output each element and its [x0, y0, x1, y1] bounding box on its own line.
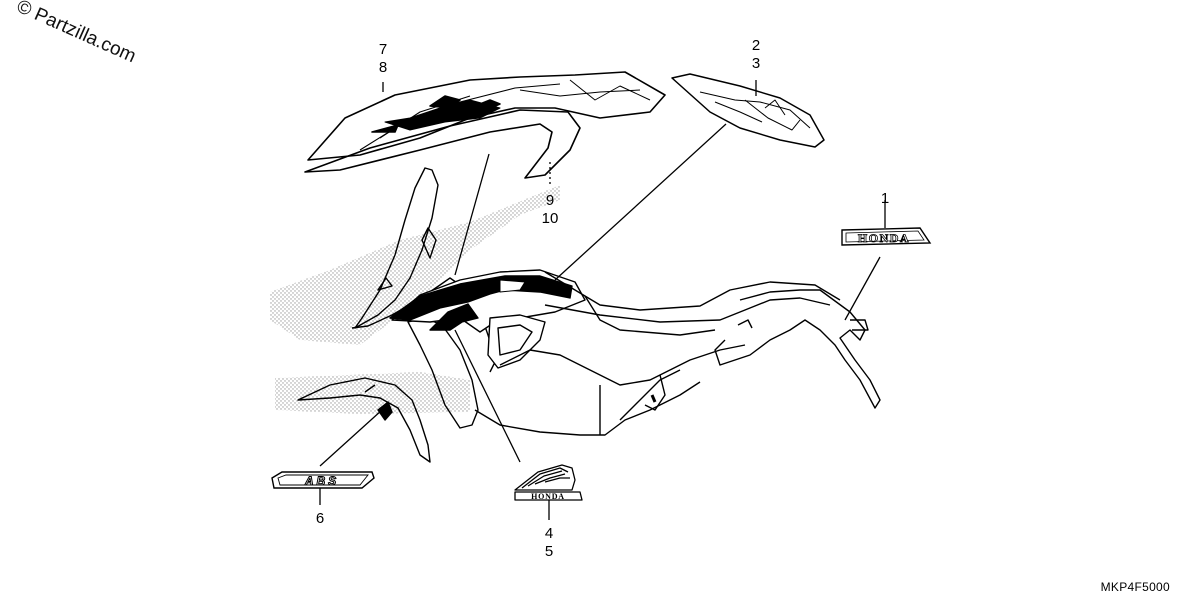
honda-logo-decal: HONDA [841, 227, 932, 246]
leader-line-2-3-to-tank [554, 123, 727, 281]
side-swoosh-stripe [304, 109, 581, 179]
callout-number-1: 1 [880, 190, 890, 207]
callout-number-5: 5 [544, 543, 554, 560]
callout-9-10: 9 10 [530, 192, 570, 228]
leader-lines [319, 80, 886, 520]
abs-decal: ABS [271, 471, 375, 489]
callout-4-5: 4 5 [529, 525, 569, 561]
leader-line-1-to-tail [844, 256, 881, 321]
front-fender [297, 377, 431, 463]
fuel-tank [389, 269, 586, 369]
upper-tank-stripe [307, 71, 666, 161]
wing-badge-text: HONDA [531, 492, 565, 501]
leader-line-4-5 [454, 329, 521, 463]
callout-number-3: 3 [751, 55, 761, 72]
body-side-panels [474, 271, 881, 436]
honda-wing-badge: HONDA [514, 464, 583, 501]
callout-number-6: 6 [315, 510, 325, 527]
callout-number-7: 7 [378, 41, 388, 58]
honda-logo-text: HONDA [858, 231, 910, 245]
leader-line-6 [319, 409, 383, 467]
callout-number-8: 8 [378, 59, 388, 76]
abs-text: ABS [304, 474, 339, 488]
callout-number-9: 9 [545, 192, 555, 209]
tank-top-decal [671, 73, 825, 148]
callout-number-4: 4 [544, 525, 554, 542]
diagram-code: MKP4F5000 [1100, 580, 1170, 594]
leader-line-7-8-to-tank [454, 153, 490, 276]
callout-2-3: 2 3 [736, 37, 776, 73]
callout-1: 1 [865, 190, 905, 208]
callout-number-2: 2 [751, 37, 761, 54]
callout-6: 6 [300, 510, 340, 528]
callout-7-8: 7 8 [363, 41, 403, 77]
callout-number-10: 10 [541, 210, 559, 227]
